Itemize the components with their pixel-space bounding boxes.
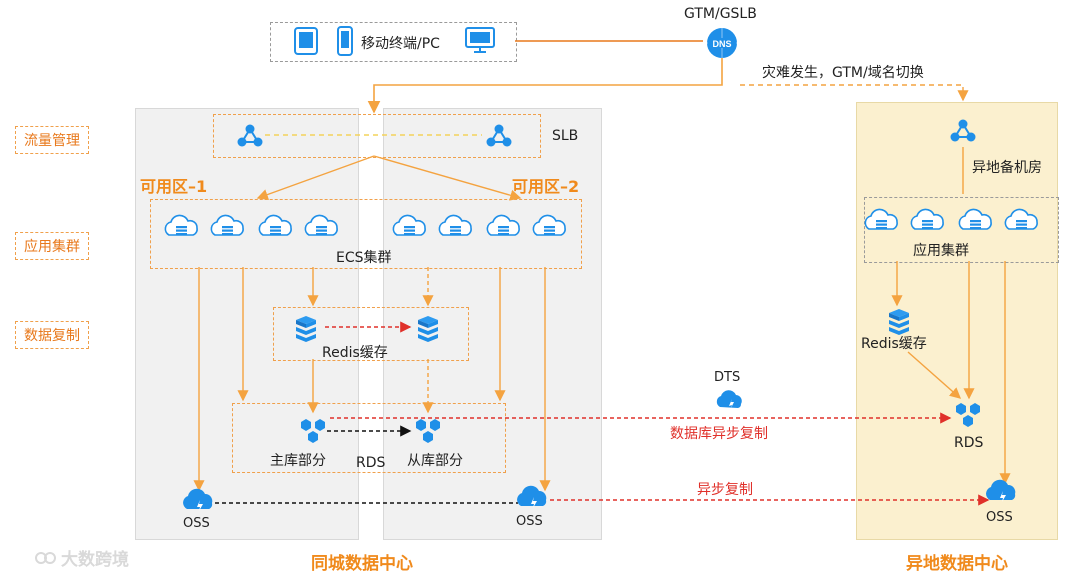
ecs-cloud-icon bbox=[304, 214, 338, 236]
async-replication-label: 异步复制 bbox=[697, 482, 753, 498]
az1-label: 可用区–1 bbox=[140, 177, 208, 196]
oss-right-icon bbox=[517, 485, 547, 508]
ecs-cloud-icon bbox=[532, 214, 566, 236]
redis-icon-replica bbox=[418, 316, 438, 342]
watermark-text: 大数跨境 bbox=[61, 550, 129, 570]
remote-redis-icon bbox=[889, 309, 909, 335]
watermark: 大数跨境 bbox=[35, 545, 129, 570]
ecs-cloud-icon bbox=[164, 214, 198, 236]
redis-label: Redis缓存 bbox=[322, 345, 388, 361]
remote-redis-label: Redis缓存 bbox=[861, 336, 927, 352]
remote-rds-icon bbox=[956, 403, 980, 427]
rds-primary-icon bbox=[301, 419, 325, 443]
row-tag-data-replication: 数据复制 bbox=[15, 321, 89, 349]
remote-cloud-icon bbox=[910, 208, 944, 230]
row-tag-app-cluster: 应用集群 bbox=[15, 232, 89, 260]
slb-icon-az1 bbox=[236, 123, 264, 148]
remote-cloud-icon bbox=[864, 208, 898, 230]
remote-cloud-icon bbox=[958, 208, 992, 230]
slb-label: SLB bbox=[552, 128, 579, 144]
ecs-cloud-icon bbox=[486, 214, 520, 236]
remote-room-label: 异地备机房 bbox=[972, 160, 1042, 176]
local-datacenter-title: 同城数据中心 bbox=[311, 554, 413, 574]
rds-replica-label: 从库部分 bbox=[407, 453, 463, 469]
oss-right-label: OSS bbox=[516, 514, 543, 529]
rds-box bbox=[232, 403, 506, 473]
failover-label: 灾难发生，GTM/域名切换 bbox=[762, 65, 924, 81]
remote-rds-label: RDS bbox=[954, 435, 984, 451]
oss-left-icon bbox=[183, 488, 213, 511]
dts-label: DTS bbox=[714, 370, 741, 385]
db-async-replication-label: 数据库异步复制 bbox=[670, 426, 768, 442]
az2-label: 可用区–2 bbox=[512, 177, 580, 196]
gtm-to-slb-arrow bbox=[367, 58, 723, 114]
remote-datacenter-title: 异地数据中心 bbox=[906, 554, 1008, 574]
slb-to-az1-arrow bbox=[256, 155, 375, 200]
remote-oss-icon bbox=[986, 479, 1016, 502]
slb-to-az2-arrow bbox=[373, 155, 522, 201]
row-tag-traffic: 流量管理 bbox=[15, 126, 89, 154]
ecs-cluster-label: ECS集群 bbox=[336, 250, 392, 266]
rds-replica-icon bbox=[416, 419, 440, 443]
rds-label: RDS bbox=[356, 455, 386, 471]
monitor-icon bbox=[465, 27, 495, 53]
availability-zone-1-panel bbox=[135, 108, 359, 540]
ecs-cloud-icon bbox=[392, 214, 426, 236]
phone-icon bbox=[337, 26, 353, 56]
redis-icon-primary bbox=[296, 316, 316, 342]
remote-app-cluster-box bbox=[864, 197, 1059, 263]
oss-left-label: OSS bbox=[183, 516, 210, 531]
ecs-cloud-icon bbox=[210, 214, 244, 236]
client-devices-box bbox=[270, 22, 517, 62]
slb-icon-az2 bbox=[485, 123, 513, 148]
ecs-cluster-box bbox=[150, 199, 582, 269]
gtm-title: GTM/GSLB bbox=[684, 6, 757, 22]
dns-icon: DNS bbox=[707, 28, 737, 58]
tablet-icon bbox=[294, 27, 318, 55]
dts-icon bbox=[716, 390, 742, 408]
watermark-logo-icon bbox=[35, 551, 56, 564]
gtm-failover-arrow bbox=[740, 84, 969, 102]
remote-cloud-icon bbox=[1004, 208, 1038, 230]
remote-redis-to-rds-arrow bbox=[907, 351, 962, 399]
remote-slb-icon bbox=[949, 118, 977, 143]
svg-text:DNS: DNS bbox=[712, 39, 731, 49]
ecs-cloud-icon bbox=[438, 214, 472, 236]
remote-app-cluster-label: 应用集群 bbox=[913, 243, 969, 259]
rds-primary-label: 主库部分 bbox=[270, 453, 326, 469]
ecs-cloud-icon bbox=[258, 214, 292, 236]
client-label: 移动终端/PC bbox=[361, 36, 440, 52]
redis-cache-box bbox=[273, 307, 469, 361]
remote-oss-label: OSS bbox=[986, 510, 1013, 525]
